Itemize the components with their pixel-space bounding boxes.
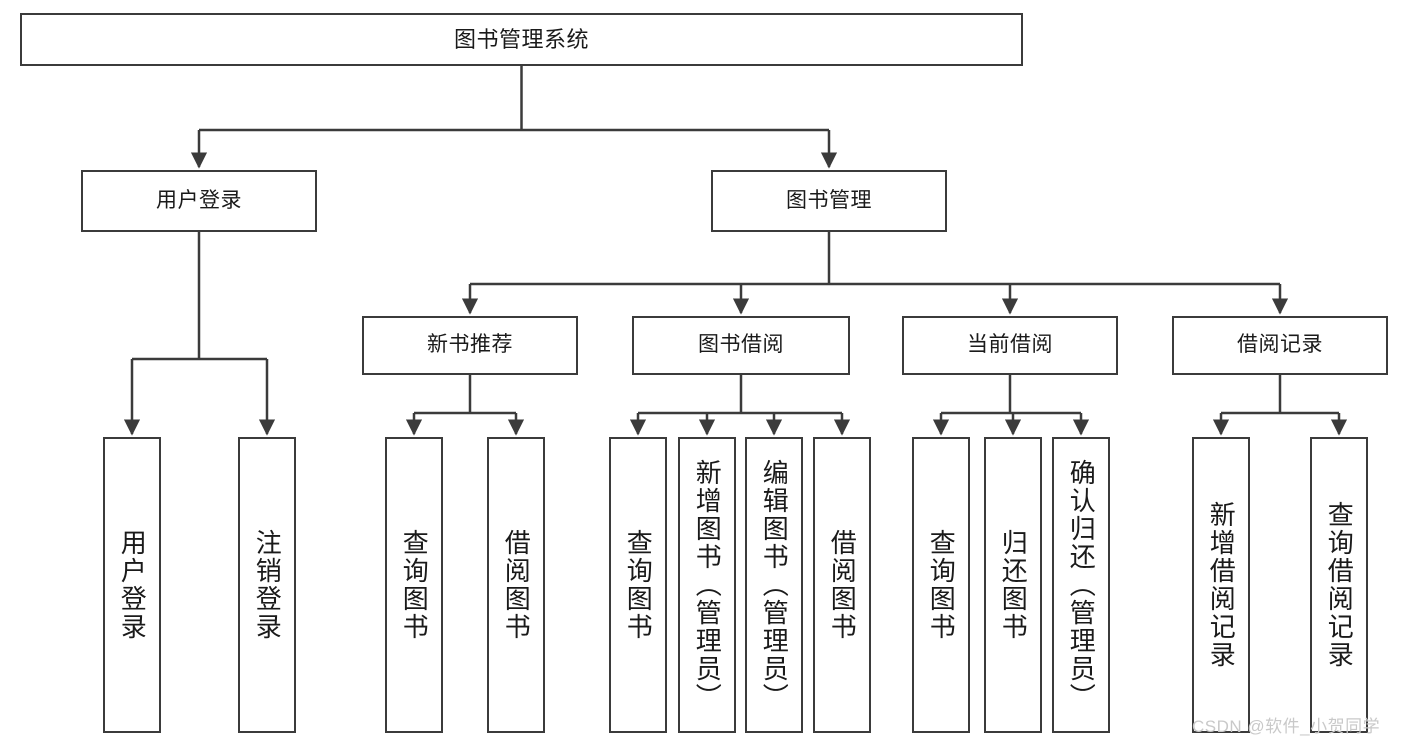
node-label: 新增借阅记录: [1206, 501, 1237, 669]
node-newbook[interactable]: 新书推荐: [362, 316, 578, 375]
node-label: 编辑图书（管理员）: [759, 459, 790, 711]
node-leaf-add-book-admin[interactable]: 新增图书（管理员）: [678, 437, 736, 733]
node-root[interactable]: 图书管理系统: [20, 13, 1023, 66]
node-bookmgmt[interactable]: 图书管理: [711, 170, 947, 232]
node-label: 当前借阅: [967, 333, 1053, 357]
node-records[interactable]: 借阅记录: [1172, 316, 1388, 375]
node-current[interactable]: 当前借阅: [902, 316, 1118, 375]
node-label: 图书管理: [786, 188, 872, 212]
node-label: 借阅图书: [827, 529, 858, 641]
node-leaf-edit-book-admin[interactable]: 编辑图书（管理员）: [745, 437, 803, 733]
node-label: 新增图书（管理员）: [692, 459, 723, 711]
node-label: 查询图书: [623, 529, 654, 641]
node-label: 归还图书: [998, 529, 1029, 641]
node-borrow[interactable]: 图书借阅: [632, 316, 850, 375]
node-label: 新书推荐: [427, 333, 513, 357]
watermark: CSDN @软件_小贺同学: [1192, 717, 1381, 736]
node-leaf-user-login[interactable]: 用户登录: [103, 437, 161, 733]
node-label: 注销登录: [252, 529, 283, 641]
node-label: 借阅图书: [501, 529, 532, 641]
node-label: 查询图书: [926, 529, 957, 641]
node-label: 用户登录: [156, 188, 242, 212]
node-leaf-add-record[interactable]: 新增借阅记录: [1192, 437, 1250, 733]
node-leaf-confirm-return-admin[interactable]: 确认归还（管理员）: [1052, 437, 1110, 733]
node-label: 查询图书: [399, 529, 430, 641]
node-label: 确认归还（管理员）: [1066, 459, 1097, 711]
node-leaf-borrow-book-new[interactable]: 借阅图书: [487, 437, 545, 733]
node-login[interactable]: 用户登录: [81, 170, 317, 232]
node-leaf-query-record[interactable]: 查询借阅记录: [1310, 437, 1368, 733]
node-label: 图书借阅: [698, 333, 784, 357]
node-label: 查询借阅记录: [1324, 501, 1355, 669]
node-label: 借阅记录: [1237, 333, 1323, 357]
node-leaf-query-book-current[interactable]: 查询图书: [912, 437, 970, 733]
node-leaf-user-logout[interactable]: 注销登录: [238, 437, 296, 733]
node-leaf-query-book-borrow[interactable]: 查询图书: [609, 437, 667, 733]
node-leaf-return-book[interactable]: 归还图书: [984, 437, 1042, 733]
node-leaf-query-book-new[interactable]: 查询图书: [385, 437, 443, 733]
node-label: 用户登录: [117, 529, 148, 641]
node-leaf-borrow-book[interactable]: 借阅图书: [813, 437, 871, 733]
node-label: 图书管理系统: [453, 26, 589, 52]
